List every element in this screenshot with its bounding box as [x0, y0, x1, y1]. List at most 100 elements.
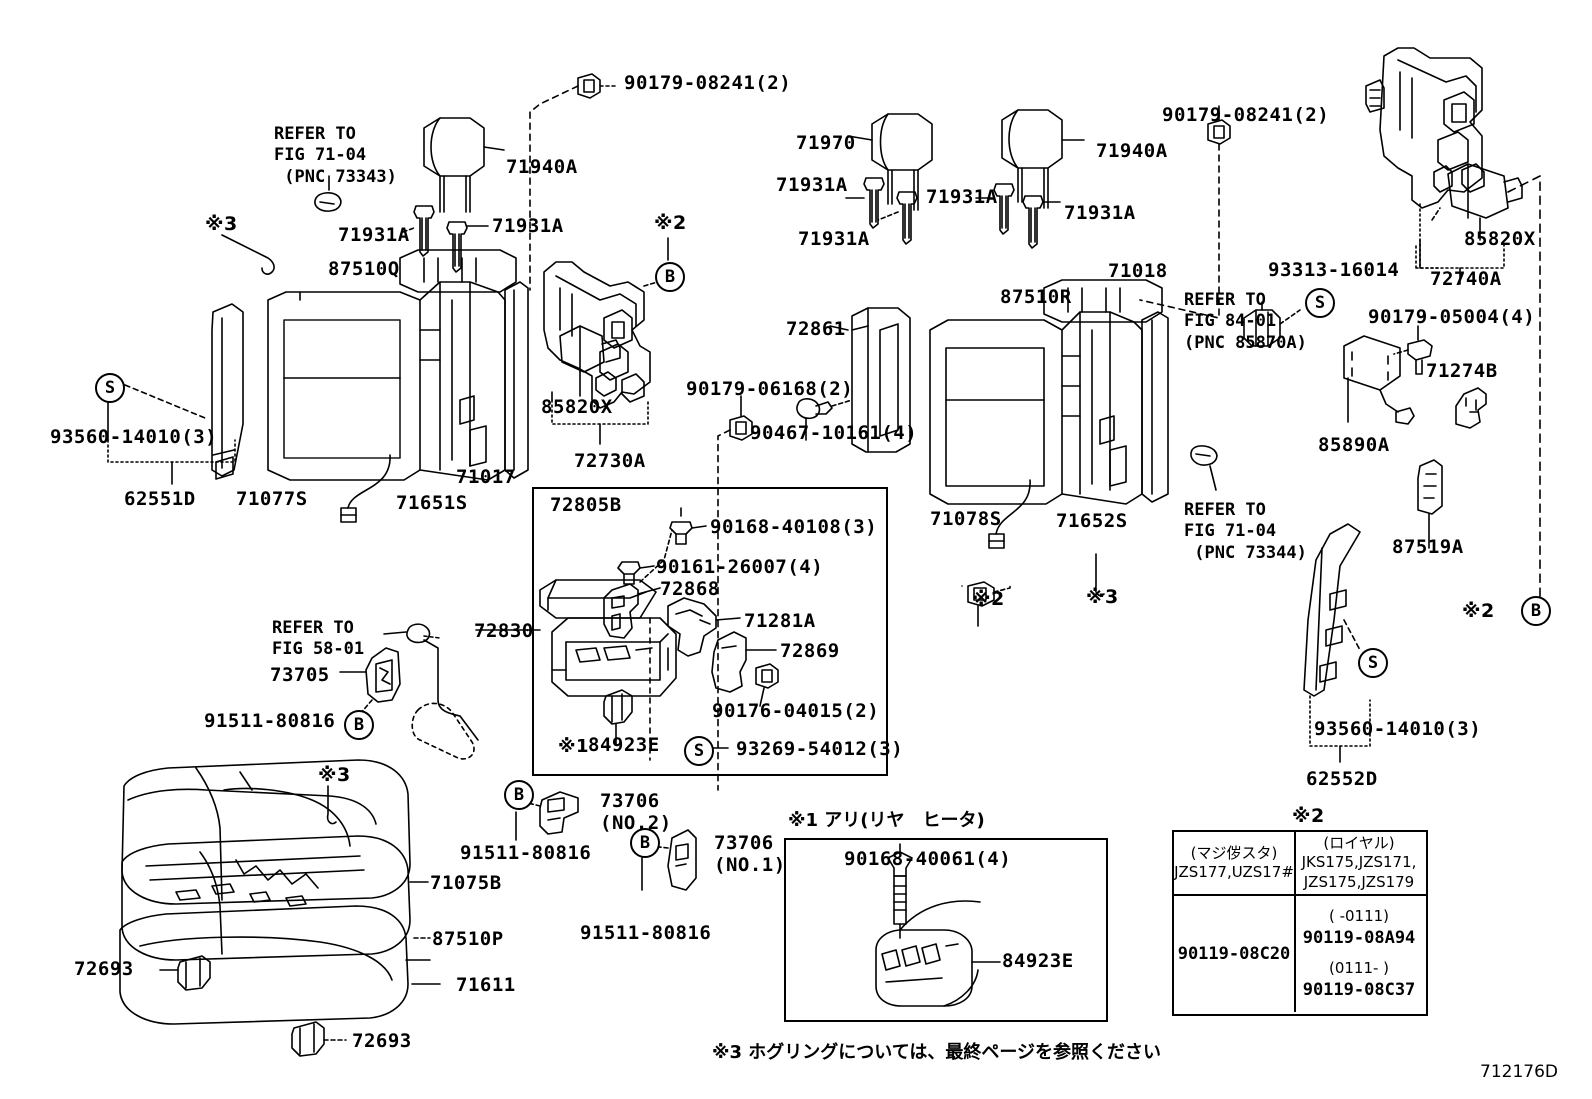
part-91511-80816-b: 91511-80816 — [460, 842, 592, 864]
part-72868: 72868 — [660, 578, 720, 600]
part-90179-08241-left: 90179-08241(2) — [624, 72, 792, 94]
part-71931A-4: 71931A — [798, 228, 870, 250]
part-90168-40061: 90168-40061(4) — [844, 848, 1012, 870]
part-71651S: 71651S — [396, 492, 468, 514]
footnote-star3: ※3 ホグリングについては、最終ページを参照ください — [712, 1042, 1162, 1063]
part-71652S: 71652S — [1056, 510, 1128, 532]
variant-col2-models-1: JKS175,JZS171, — [1301, 853, 1417, 872]
part-71018: 71018 — [1108, 260, 1168, 282]
variant-col2-part-cell: ( -0111) 90119-08A94 (0111- ) 90119-08C3… — [1296, 896, 1422, 1012]
variant-col1-part: 90119-08C20 — [1177, 943, 1291, 964]
variant-col2-range1: ( -0111) — [1328, 907, 1390, 926]
star2-marker-right: ※2 — [1462, 600, 1495, 622]
variant-col2-models-2: JZS175,JZS179 — [1303, 872, 1415, 891]
part-73705: 73705 — [270, 664, 330, 686]
circle-s-right: S — [1358, 648, 1388, 678]
variant-col2-part1: 90119-08A94 — [1302, 927, 1416, 948]
part-84923E-armrest: 84923E — [588, 734, 660, 756]
circle-b-73705: B — [344, 710, 374, 740]
ref-fig-71-04-73343: REFER TO FIG 71-04 (PNC 73343) — [274, 124, 397, 187]
part-71940A-left: 71940A — [506, 156, 578, 178]
part-71931A-1: 71931A — [338, 224, 410, 246]
part-72693-a: 72693 — [74, 958, 134, 980]
part-91511-80816-a: 91511-80816 — [204, 710, 336, 732]
part-90179-08241-right: 90179-08241(2) — [1162, 104, 1330, 126]
part-72693-b: 72693 — [352, 1030, 412, 1052]
circle-b-left: B — [655, 262, 685, 292]
part-93560-14010-left: 93560-14010(3) — [50, 426, 218, 448]
variant-col1-part-cell: 90119-08C20 — [1174, 896, 1296, 1012]
part-62551D: 62551D — [124, 488, 196, 510]
part-87519A: 87519A — [1392, 536, 1464, 558]
part-90179-05004: 90179-05004(4) — [1368, 306, 1536, 328]
part-90168-40108: 90168-40108(3) — [710, 516, 878, 538]
heater-note-label: ※1 アリ(リヤ ヒータ) — [788, 810, 985, 831]
variant-col1-name: (マジ㑕スタ) — [1190, 843, 1278, 862]
part-93269-54012: 93269-54012(3) — [736, 738, 904, 760]
part-72730A: 72730A — [574, 450, 646, 472]
variant-table: (マジ㑕スタ) JZS177,UZS17# (ロイヤル) JKS175,JZS1… — [1172, 830, 1428, 1016]
part-73706-no1: 73706 (NO.1) — [714, 832, 786, 877]
part-71281A: 71281A — [744, 610, 816, 632]
part-85820X-left: 85820X — [541, 396, 613, 418]
part-93560-14010-right: 93560-14010(3) — [1314, 718, 1482, 740]
part-62552D: 62552D — [1306, 768, 1378, 790]
diagram-id-code: 712176D — [1480, 1062, 1558, 1082]
part-87510Q: 87510Q — [328, 258, 400, 280]
part-72805B: 72805B — [550, 494, 622, 516]
star2-table-marker: ※2 — [1292, 805, 1325, 827]
star3-marker-cushion: ※3 — [318, 764, 351, 786]
part-71931A-6: 71931A — [1064, 202, 1136, 224]
circle-s-93313: S — [1305, 288, 1335, 318]
ref-fig-84-01: REFER TO FIG 84-01 (PNC 85870A) — [1184, 290, 1307, 353]
variant-col2-range2: (0111- ) — [1328, 959, 1390, 977]
variant-col2-part2: 90119-08C37 — [1302, 979, 1416, 1000]
ref-fig-71-04-73344: REFER TO FIG 71-04 (PNC 73344) — [1184, 500, 1307, 563]
part-71611: 71611 — [456, 974, 516, 996]
part-87510P: 87510P — [432, 928, 504, 950]
part-90176-04015: 90176-04015(2) — [712, 700, 880, 722]
circle-b-73706-no1: B — [630, 828, 660, 858]
circle-b-73706-no2: B — [504, 780, 534, 810]
star3-marker-center: ※3 — [1086, 586, 1119, 608]
part-85820X-right: 85820X — [1464, 228, 1536, 250]
part-72830: 72830 — [474, 620, 534, 642]
part-73706-no2: 73706 (NO.2) — [600, 790, 672, 835]
part-71077S: 71077S — [236, 488, 308, 510]
part-71931A-3: 71931A — [776, 174, 848, 196]
part-72740A: 72740A — [1430, 268, 1502, 290]
part-71970: 71970 — [796, 132, 856, 154]
circle-s-left: S — [95, 373, 125, 403]
part-84923E-heater: 84923E — [1002, 950, 1074, 972]
part-71017: 71017 — [456, 466, 516, 488]
part-71931A-5: 71931A — [926, 186, 998, 208]
variant-col1-header: (マジ㑕スタ) JZS177,UZS17# — [1174, 832, 1296, 894]
variant-col2-header: (ロイヤル) JKS175,JZS171, JZS175,JZS179 — [1296, 832, 1422, 894]
part-93313-16014: 93313-16014 — [1268, 259, 1400, 281]
star2-marker-left: ※2 — [654, 212, 687, 234]
circle-s-93269: S — [684, 736, 714, 766]
part-71075B: 71075B — [430, 872, 502, 894]
star1-marker-armrest: ※1 — [558, 736, 590, 757]
variant-table-part-row: 90119-08C20 ( -0111) 90119-08A94 (0111- … — [1174, 896, 1426, 1012]
part-90467-10161: 90467-10161(4) — [750, 422, 918, 444]
variant-col1-models: JZS177,UZS17# — [1174, 863, 1294, 881]
part-72869: 72869 — [780, 640, 840, 662]
part-71078S: 71078S — [930, 508, 1002, 530]
part-71931A-2: 71931A — [492, 215, 564, 237]
part-72861: 72861 — [786, 318, 846, 340]
ref-fig-58-01: REFER TO FIG 58-01 — [272, 618, 365, 660]
circle-b-right: B — [1521, 596, 1551, 626]
variant-col2-name: (ロイヤル) — [1323, 833, 1395, 852]
variant-table-header-row: (マジ㑕スタ) JZS177,UZS17# (ロイヤル) JKS175,JZS1… — [1174, 832, 1426, 896]
part-71274B: 71274B — [1426, 360, 1498, 382]
heater-group-box — [784, 838, 1108, 1022]
part-85890A: 85890A — [1318, 434, 1390, 456]
part-71940A-right: 71940A — [1096, 140, 1168, 162]
star3-marker-left: ※3 — [205, 213, 238, 235]
star2-marker-center: ※2 — [972, 588, 1005, 610]
part-90179-06168: 90179-06168(2) — [686, 378, 854, 400]
armrest-group-box — [532, 487, 888, 776]
part-87510R: 87510R — [1000, 286, 1072, 308]
